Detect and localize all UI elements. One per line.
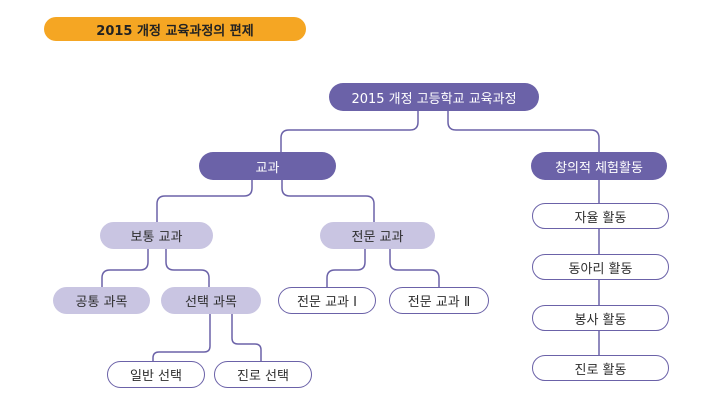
node-creative-activities: 창의적 체험활동 [531,152,667,180]
connector-specialized-2 [389,249,440,287]
node-general-elective: 일반 선택 [107,361,205,388]
node-specialized-2: 전문 교과 Ⅱ [389,287,489,314]
node-club-activity: 동아리 활동 [532,254,669,280]
node-common-course: 공통 과목 [53,287,150,314]
node-specialized-subject: 전문 교과 [320,222,435,249]
connector-elective-career [231,314,262,361]
connector-root-creative [447,110,600,152]
connector-general-common [101,249,149,287]
node-specialized-1: 전문 교과 Ⅰ [278,287,376,314]
connector-root-subject [280,110,419,152]
connector-general-elective [165,249,210,287]
node-subject: 교과 [199,152,336,180]
node-elective-course: 선택 과목 [161,287,261,314]
connector-subject-general [156,180,253,222]
node-root: 2015 개정 고등학교 교육과정 [329,83,539,111]
node-volunteer-activity: 봉사 활동 [532,305,669,331]
connector-elective-general [152,314,211,361]
node-general-subject: 보통 교과 [100,222,213,249]
node-career-elective: 진로 선택 [214,361,312,388]
connector-specialized-1 [326,249,366,287]
connector-subject-specialized [281,180,375,222]
node-autonomous-activity: 자율 활동 [532,203,669,229]
page-title: 2015 개정 교육과정의 편제 [44,17,306,41]
node-career-activity: 진로 활동 [532,355,669,381]
